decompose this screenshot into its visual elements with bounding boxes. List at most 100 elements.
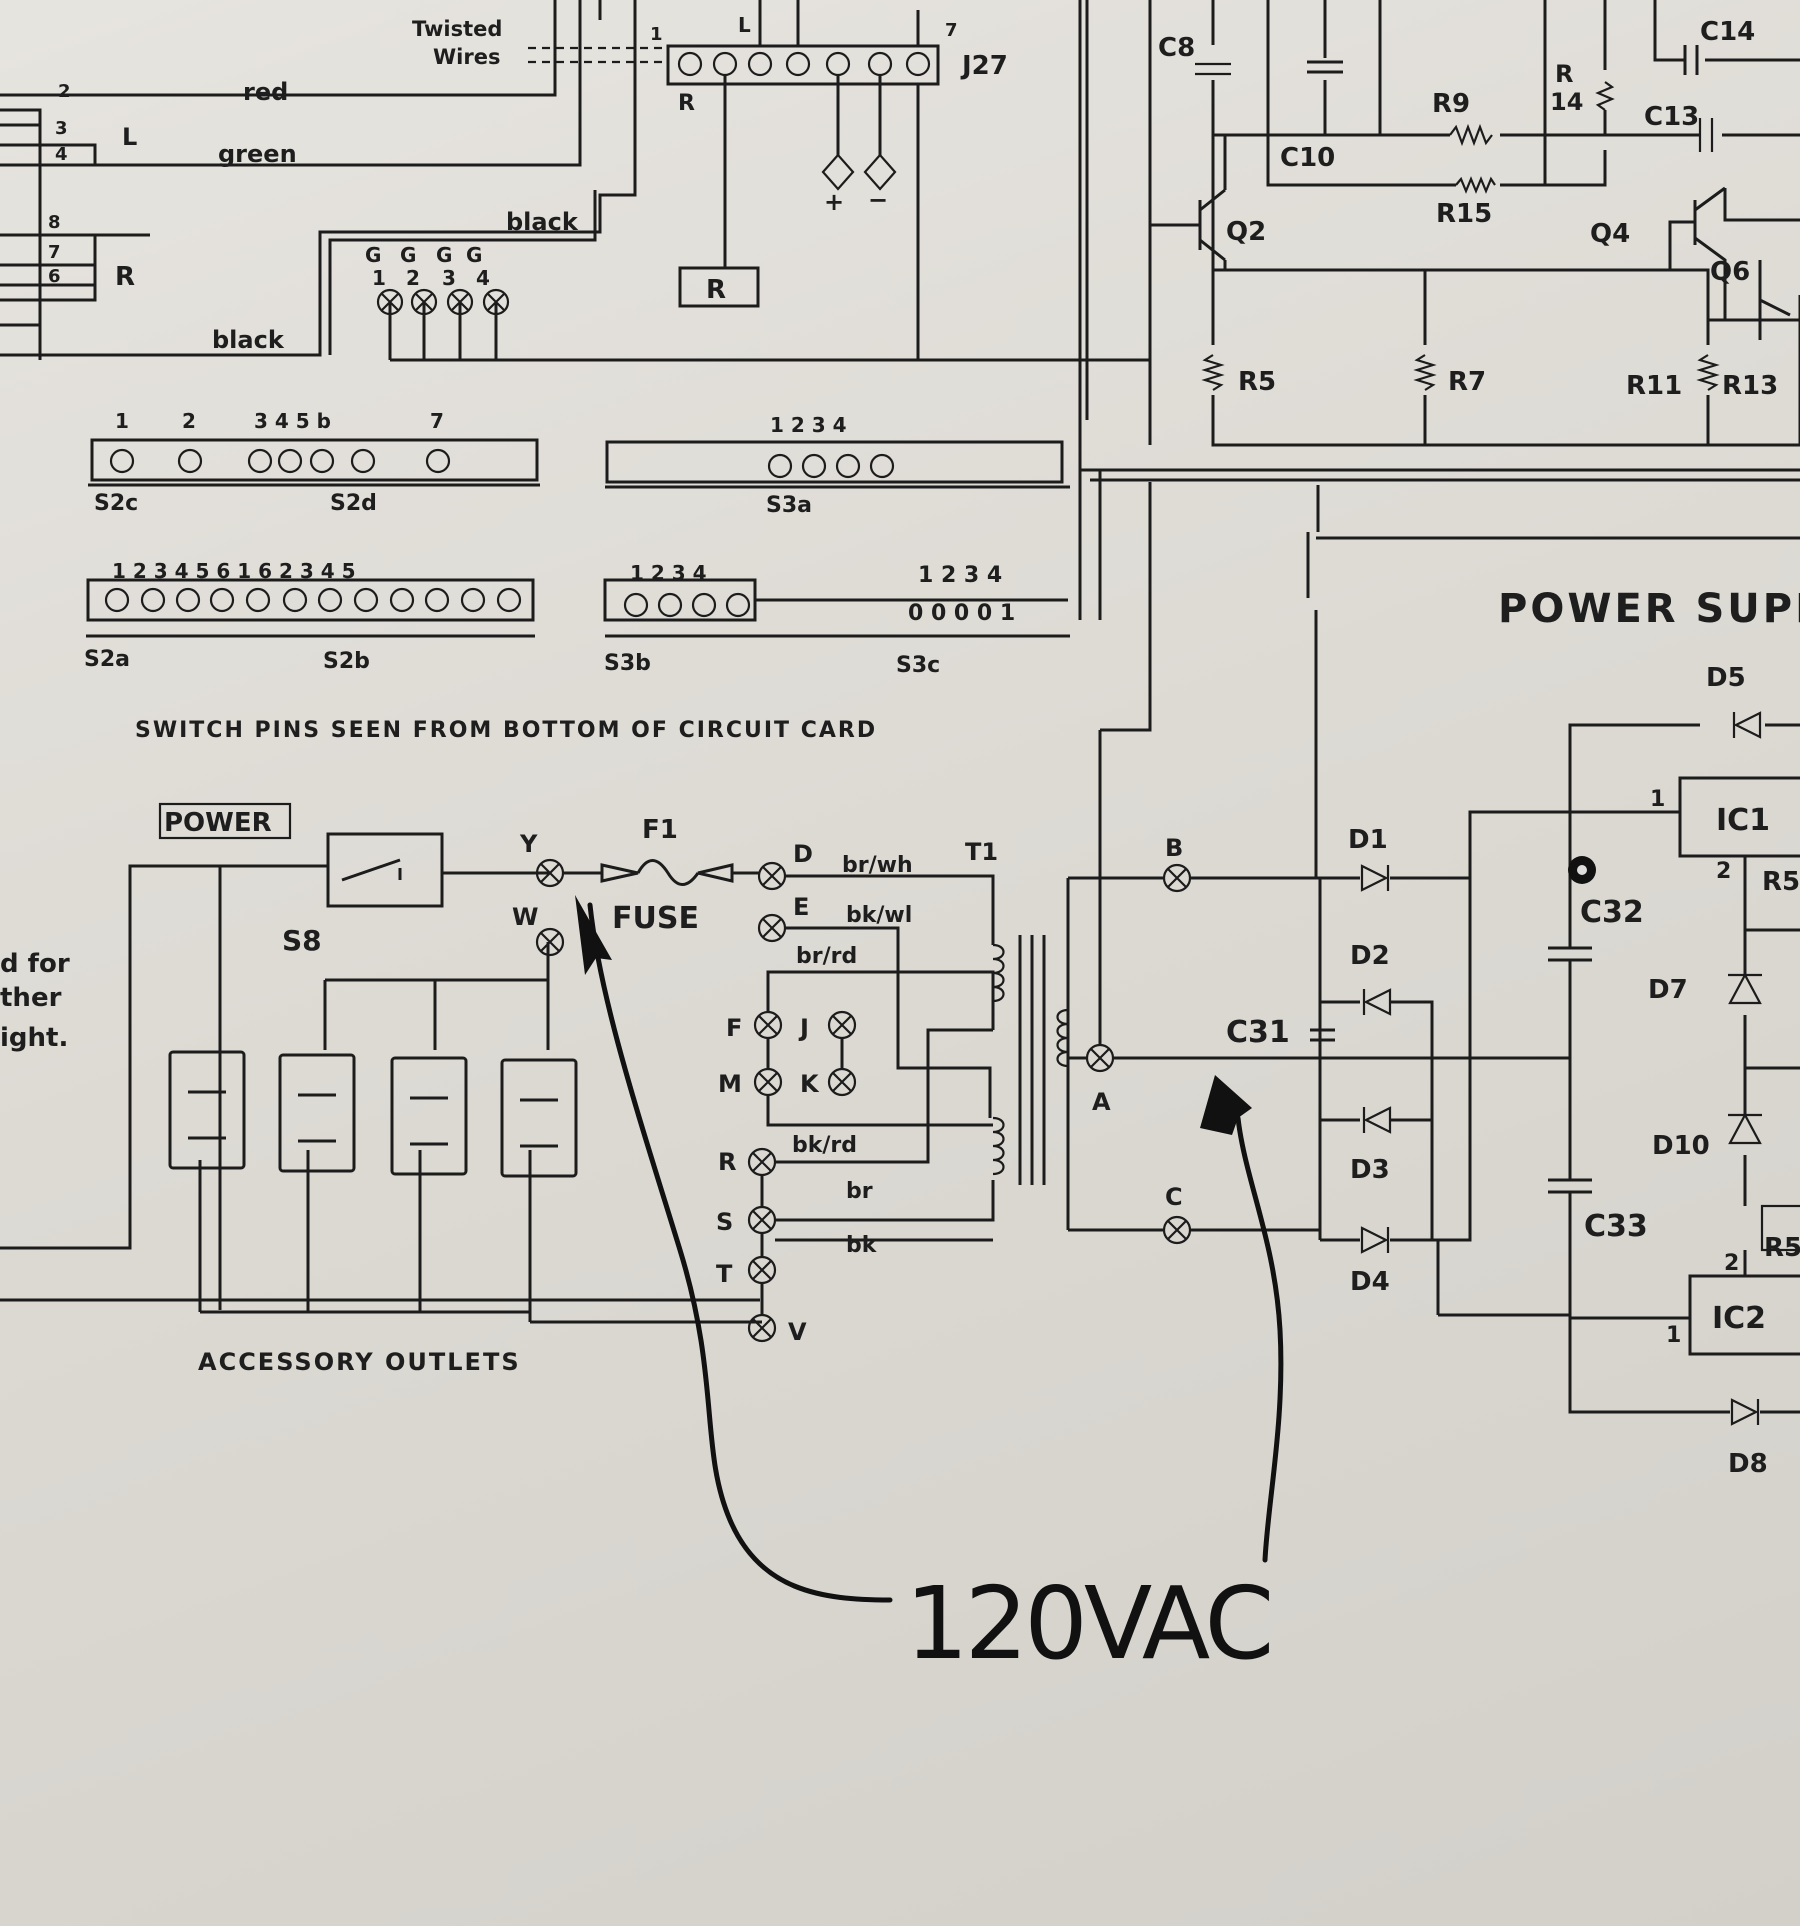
wire-num-6: 6 <box>48 266 61 287</box>
accessory-outlets-label: ACCESSORY OUTLETS <box>198 1348 521 1376</box>
power-supply-frame <box>1306 532 1800 878</box>
label-Y: Y <box>519 830 538 858</box>
cap-c13 <box>1698 118 1714 152</box>
ic2-pin1: 1 <box>1666 1323 1681 1348</box>
label-D2: D2 <box>1350 941 1390 971</box>
accessory-outlets <box>168 1050 578 1178</box>
amplifier-section <box>1078 0 1800 620</box>
arrow-line-right <box>1235 1115 1284 1563</box>
g-num-2: 2 <box>406 266 420 290</box>
diode-d3 <box>1362 1106 1392 1134</box>
switch-s3a <box>605 440 1070 489</box>
transformer-t1 <box>766 874 1069 1242</box>
resistor-r7 <box>1413 354 1437 391</box>
label-twisted: Twisted <box>412 17 502 41</box>
fuse-f1 <box>600 863 734 883</box>
label-T: T <box>716 1260 733 1288</box>
label-s2a: S2a <box>84 647 130 672</box>
s2d-num-7: 7 <box>430 409 444 433</box>
label-D3: D3 <box>1350 1155 1390 1185</box>
label-s8: S8 <box>282 924 322 957</box>
g-label-1: G <box>365 243 381 267</box>
regulator-section <box>1436 711 1800 1426</box>
wire-num-8: 8 <box>48 212 61 233</box>
j27-pin7: 7 <box>945 20 958 41</box>
label-s2c: S2c <box>94 491 138 516</box>
j27-pins <box>677 51 931 77</box>
label-R5-right-b: R5 <box>1764 1233 1800 1263</box>
power-label-box <box>158 802 292 840</box>
secondary-terminals <box>1066 482 1570 1245</box>
handwritten-120vac: 120VAC <box>905 1565 1270 1682</box>
resistor-r9 <box>1449 123 1493 147</box>
resistor-r15 <box>1455 176 1496 194</box>
ic2-pin2: 2 <box>1724 1251 1739 1276</box>
j27-pinL: L <box>738 13 751 37</box>
resistor-r14 <box>1595 81 1615 111</box>
ic1 <box>1678 776 1800 858</box>
label-s3a: S3a <box>766 493 812 518</box>
s2ab-nums: 1 2 3 4 5 6 1 6 2 3 4 5 <box>112 559 356 583</box>
bridge-rectifier <box>1310 864 1472 1254</box>
label-D7: D7 <box>1648 975 1688 1005</box>
label-green: green <box>218 140 297 168</box>
label-C8: C8 <box>1158 33 1195 63</box>
label-br: br <box>846 1179 873 1204</box>
switch-s3b-s3c <box>603 578 1070 638</box>
label-black-left: black <box>212 326 285 354</box>
s3b-nums: 1 2 3 4 <box>630 561 707 585</box>
switch-pins-caption: SWITCH PINS SEEN FROM BOTTOM OF CIRCUIT … <box>135 718 877 743</box>
label-A: A <box>1092 1088 1111 1116</box>
r-box-label: R <box>706 275 726 305</box>
top-left-wiring <box>0 0 637 360</box>
diode-d4 <box>1360 1226 1390 1254</box>
side-note-line-2: ther <box>0 983 62 1013</box>
label-B: B <box>1165 834 1183 862</box>
label-s2d: S2d <box>330 491 377 516</box>
label-R15: R15 <box>1436 199 1492 229</box>
g-label-3: G <box>436 243 452 267</box>
r-box <box>678 266 760 308</box>
ic1-pin1: 1 <box>1650 787 1665 812</box>
s2c-num-1: 1 <box>115 409 129 433</box>
label-T1: T1 <box>965 838 998 866</box>
label-br-wh: br/wh <box>842 853 913 878</box>
power-label: POWER <box>164 808 272 838</box>
switch-s2a-s2b <box>86 578 535 638</box>
label-Q2: Q2 <box>1226 217 1266 247</box>
label-IC1: IC1 <box>1716 803 1770 838</box>
lamps-g1-g4 <box>376 288 1150 362</box>
side-note-line-1: d for <box>0 949 70 979</box>
j27-pin1: 1 <box>650 24 663 45</box>
test-terminal-diamonds <box>821 153 897 191</box>
label-F1: F1 <box>642 815 678 845</box>
label-C: C <box>1165 1183 1183 1211</box>
label-IC2: IC2 <box>1712 1301 1766 1336</box>
label-J: J <box>798 1014 809 1042</box>
arrow-line-left <box>587 902 893 1603</box>
label-bk: bk <box>846 1233 878 1258</box>
label-Q6: Q6 <box>1710 257 1750 287</box>
label-C10: C10 <box>1280 143 1335 173</box>
label-C32: C32 <box>1580 895 1644 930</box>
label-C33: C33 <box>1584 1209 1648 1244</box>
s3c-row: 0 0 0 0 1 <box>908 601 1015 626</box>
label-s2b: S2b <box>323 649 370 674</box>
handwritten-annotation <box>575 895 1284 1603</box>
label-Q4: Q4 <box>1590 219 1630 249</box>
power-supply-title: POWER SUPP <box>1498 586 1800 632</box>
label-R14-a: R <box>1555 60 1573 88</box>
label-D1: D1 <box>1348 825 1388 855</box>
g-label-4: G <box>466 243 482 267</box>
label-C14: C14 <box>1700 17 1755 47</box>
cap-c8 <box>1195 62 1231 76</box>
label-D: D <box>793 840 813 868</box>
label-bk-rd: bk/rd <box>792 1133 857 1158</box>
s3c-nums: 1 2 3 4 <box>918 563 1002 588</box>
s2c-num-2: 2 <box>182 409 196 433</box>
label-black-top: black <box>506 208 579 236</box>
label-red: red <box>243 78 288 106</box>
diode-d2 <box>1362 988 1392 1016</box>
